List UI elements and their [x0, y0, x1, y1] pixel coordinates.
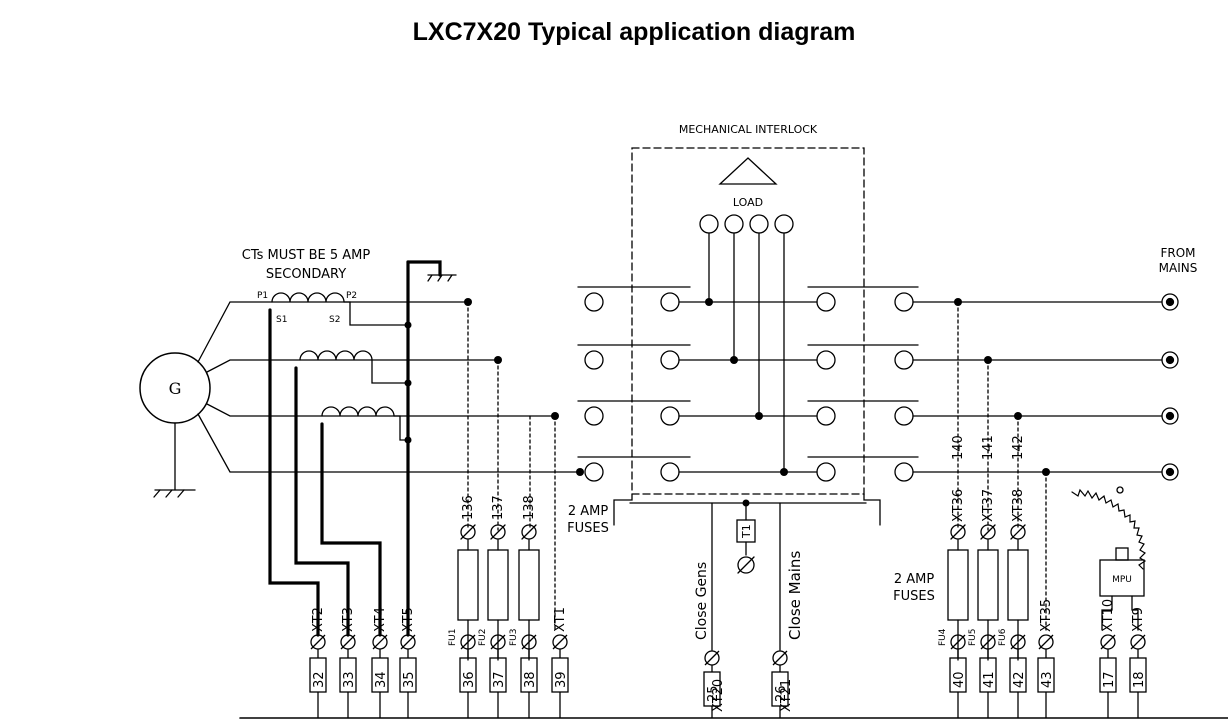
load-label: LOAD	[733, 196, 763, 209]
ct-3	[321, 406, 395, 417]
fuses-left-label-2: FUSES	[567, 521, 609, 536]
terminal-xt-label: XT1	[553, 607, 568, 632]
mpu-label: MPU	[1112, 575, 1132, 585]
fuse-block-left	[457, 539, 540, 661]
fuse-label: FU5	[968, 629, 978, 647]
load-terminals	[699, 214, 794, 234]
terminal-xt-label: XT20	[711, 679, 726, 712]
p2-label: P2	[346, 291, 357, 301]
terminal-pin-number: 35	[402, 671, 417, 688]
fuses-left-label-1: 2 AMP	[568, 504, 609, 519]
p1-label: P1	[257, 291, 268, 301]
terminal-xt-label: XT9	[1131, 607, 1146, 632]
terminal-xt-label: XT4	[373, 607, 388, 632]
fuse-label: FU6	[998, 628, 1008, 646]
fuse-label: FU1	[448, 629, 458, 647]
from-mains-label-1: FROM	[1160, 246, 1195, 260]
fuse-label: FU3	[509, 629, 519, 647]
terminal-xt-label: XT21	[779, 679, 794, 712]
fuse-label: FU2	[478, 629, 488, 647]
flywheel-gear	[1071, 488, 1147, 570]
mechanical-interlock-box	[631, 147, 865, 495]
terminal-pin-number: 42	[1012, 671, 1027, 688]
ct-1	[271, 292, 345, 303]
load-arrow	[718, 157, 778, 185]
terminal-xt-label: XT5	[401, 607, 416, 632]
fuses-right-label-1: 2 AMP	[894, 572, 935, 587]
terminal-xt-label: XT2	[311, 607, 326, 632]
terminal-pin-number: 37	[492, 671, 507, 688]
terminal-pin-number: 25	[706, 685, 721, 702]
terminal-pin-number: 32	[312, 671, 327, 688]
wire-number: 138	[522, 495, 537, 520]
s2-label: S2	[329, 315, 340, 325]
from-mains-label-2: MAINS	[1159, 261, 1198, 275]
terminal-xt-label: XT10	[1101, 599, 1116, 632]
mechanical-interlock-label: MECHANICAL INTERLOCK	[679, 123, 818, 136]
terminal-pin-number: 34	[374, 671, 389, 688]
terminal-pin-number: 40	[952, 671, 967, 688]
terminal-pin-number: 36	[462, 671, 477, 688]
ct-note-line1: CTs MUST BE 5 AMP	[242, 248, 371, 263]
wire-number: 137	[491, 495, 506, 520]
terminal-xt-label: XT35	[1039, 599, 1054, 632]
terminal-pin-number: 39	[554, 671, 569, 688]
terminal-pin-number: 26	[774, 685, 789, 702]
terminal-pin-number: 41	[982, 671, 997, 688]
terminal-pin-number: 33	[342, 671, 357, 688]
wire-number: 142	[1011, 435, 1026, 460]
s1-label: S1	[276, 315, 287, 325]
fuses-right-label-2: FUSES	[893, 589, 935, 604]
ct-2	[299, 350, 373, 361]
wire-number: 136	[461, 495, 476, 520]
mains-contactor	[807, 286, 919, 482]
gen-contactor	[577, 286, 691, 482]
page-title: LXC7X20 Typical application diagram	[412, 18, 856, 46]
mains-terminals	[1161, 293, 1179, 481]
fuse-xt-label: XT38	[1011, 489, 1026, 522]
ct-note-line2: SECONDARY	[266, 267, 346, 282]
terminal-xt-label: XT3	[341, 607, 356, 632]
wire-number: 141	[981, 435, 996, 460]
terminal-pin-number: 17	[1102, 671, 1117, 688]
generator-label: G	[169, 379, 182, 398]
fuse-label: FU4	[938, 628, 948, 646]
terminal-pin-number: 43	[1040, 671, 1055, 688]
terminal-pin-number: 18	[1132, 671, 1147, 688]
close-gens-label: Close Gens	[694, 562, 710, 640]
fuse-xt-label: XT36	[951, 489, 966, 522]
t1-label: T1	[740, 524, 753, 539]
terminal-pin-number: 38	[523, 671, 538, 688]
close-mains-label: Close Mains	[786, 551, 804, 640]
wire-number: 140	[951, 435, 966, 460]
fuse-xt-label: XT37	[981, 489, 996, 522]
